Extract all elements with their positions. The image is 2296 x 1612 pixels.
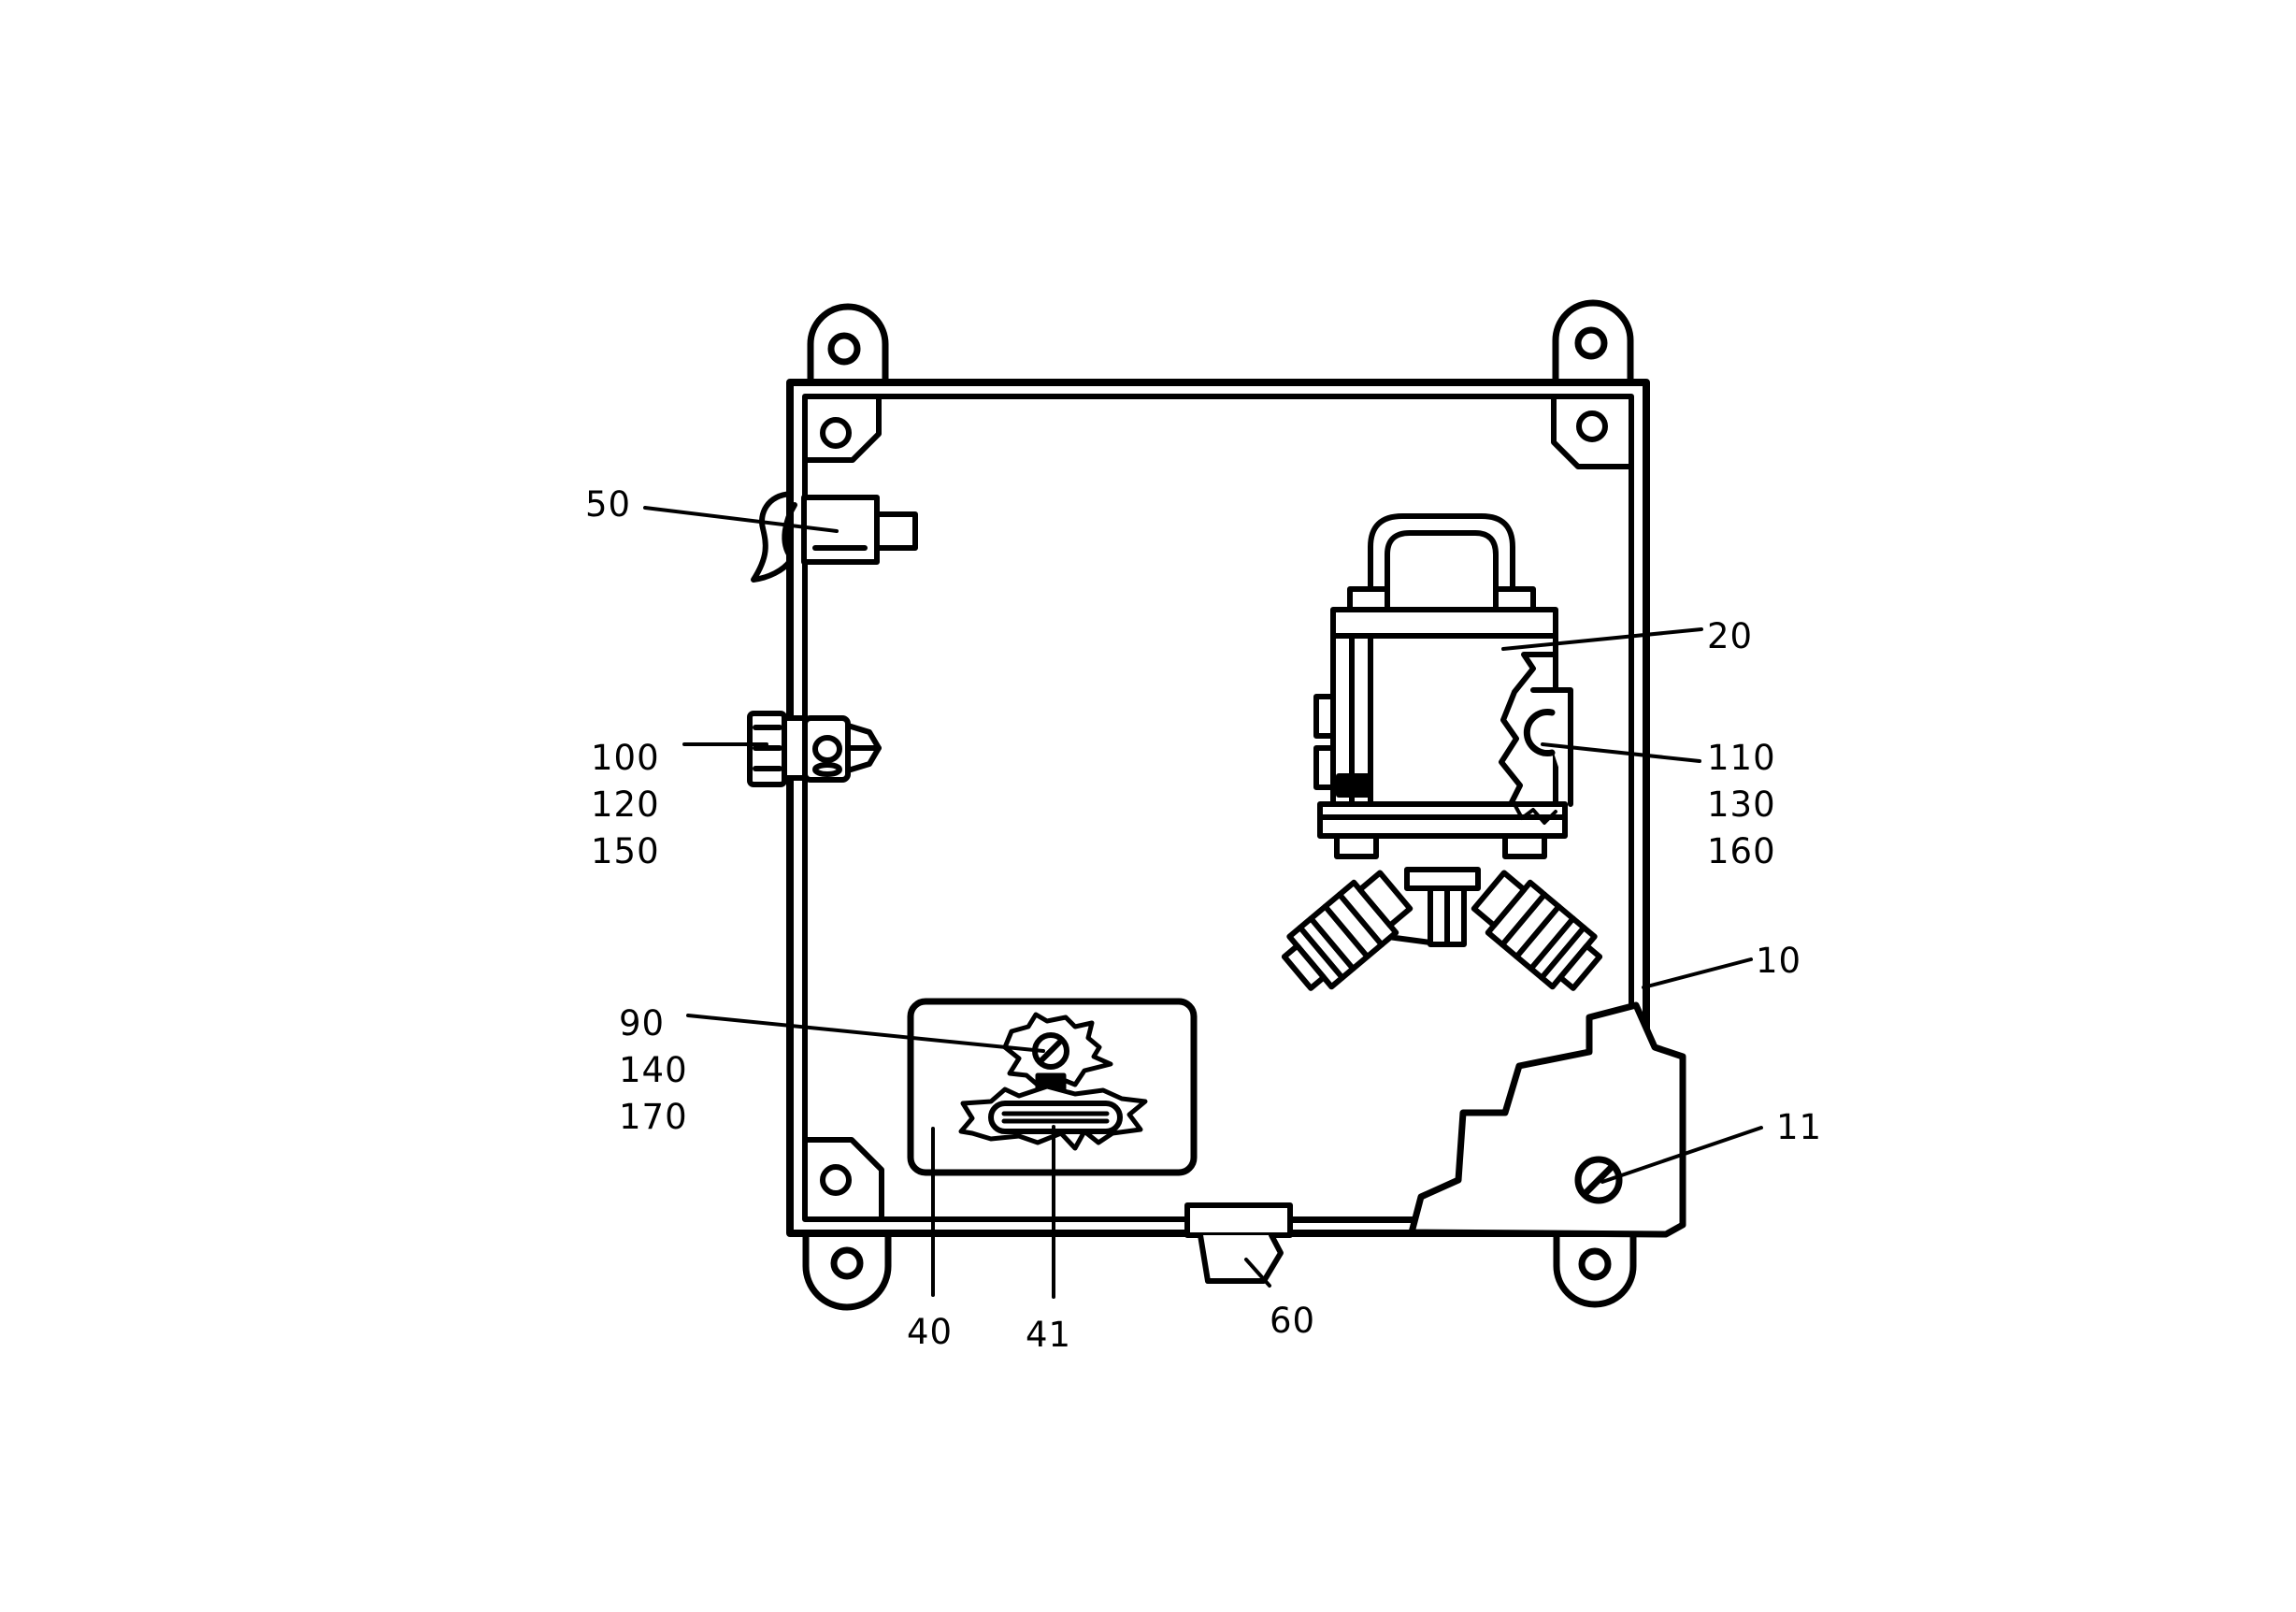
label-140: 140 xyxy=(619,1050,688,1090)
reference-labels: 50 20 100 120 150 110 130 160 10 90 140 … xyxy=(585,484,1822,1355)
label-90: 90 xyxy=(619,1003,665,1043)
mounting-lug-top-left xyxy=(807,303,889,388)
corner-hole-bottom-left xyxy=(802,1137,884,1222)
latch xyxy=(751,491,918,583)
transformer xyxy=(1313,513,1573,947)
leader-20 xyxy=(1501,627,1703,651)
mounting-lug-top-right xyxy=(1552,299,1634,384)
leader-11 xyxy=(1600,1126,1763,1184)
label-60: 60 xyxy=(1270,1301,1315,1341)
leader-10 xyxy=(1642,957,1753,989)
mounting-lug-bottom-left xyxy=(802,1227,892,1311)
label-11: 11 xyxy=(1776,1107,1822,1147)
leader-90 xyxy=(686,1014,1045,1053)
leader-lines xyxy=(643,506,1763,1299)
label-110: 110 xyxy=(1707,738,1776,778)
ground-stud xyxy=(747,711,882,787)
label-100: 100 xyxy=(591,738,660,778)
label-40: 40 xyxy=(907,1312,953,1352)
label-170: 170 xyxy=(619,1097,688,1137)
leader-60 xyxy=(1244,1258,1271,1288)
corner-hole-top-left xyxy=(802,394,882,463)
label-160: 160 xyxy=(1707,831,1776,871)
leader-50 xyxy=(643,506,839,533)
label-150: 150 xyxy=(591,831,660,871)
label-50: 50 xyxy=(585,484,631,525)
label-120: 120 xyxy=(591,784,660,825)
corner-hole-top-right xyxy=(1551,394,1634,469)
leader-110 xyxy=(1541,742,1701,763)
mounting-lug-bottom-right xyxy=(1553,1227,1637,1308)
label-10: 10 xyxy=(1756,941,1801,981)
fitting-left xyxy=(1281,870,1413,991)
bottom-connector xyxy=(1184,1202,1419,1284)
fitting-right xyxy=(1471,870,1603,991)
label-41: 41 xyxy=(1026,1315,1071,1355)
label-130: 130 xyxy=(1707,784,1776,825)
label-20: 20 xyxy=(1707,616,1753,656)
